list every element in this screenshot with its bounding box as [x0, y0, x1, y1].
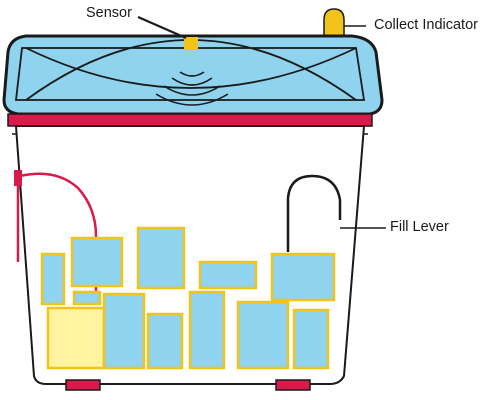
sensor-wire: [14, 170, 98, 300]
bin-feet: [65, 379, 311, 391]
item-box: [40, 252, 66, 306]
item-box: [188, 290, 226, 370]
item-box: [236, 300, 290, 370]
item-box: [270, 252, 336, 302]
items-stack: [40, 226, 336, 370]
collect-indicator-light: [323, 8, 345, 39]
sensor: [137, 15, 198, 50]
collect-indicator-label: Collect Indicator: [374, 17, 478, 33]
item-box: [198, 260, 258, 290]
fill-lever: [286, 174, 386, 252]
item-box: [70, 236, 124, 288]
item-box: [136, 226, 186, 290]
item-box: [72, 290, 102, 306]
item-box: [46, 306, 106, 370]
item-box: [292, 308, 330, 370]
item-box: [102, 292, 146, 370]
sensor-label: Sensor: [86, 5, 132, 21]
sensor-leader-line: [137, 15, 187, 40]
bin-rim: [7, 113, 373, 127]
fill-lever-label: Fill Lever: [390, 219, 449, 235]
bin-lid: [2, 34, 384, 116]
item-box: [146, 312, 184, 370]
